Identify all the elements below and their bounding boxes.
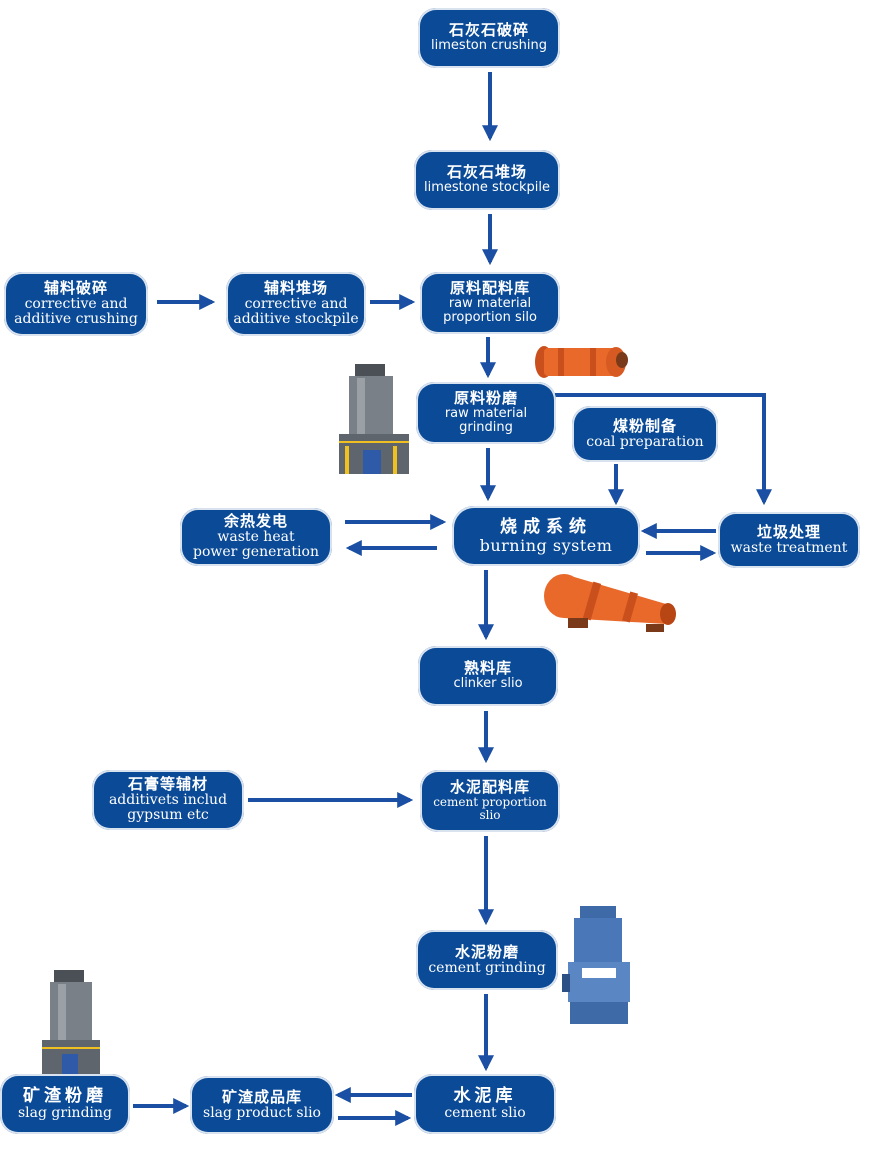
- node-waste-treatment: 垃圾处理 waste treatment: [718, 512, 860, 568]
- clinker-silo-zh: 熟料库: [463, 659, 512, 678]
- vertical-mill-image-bottom: [42, 970, 100, 1076]
- waste-heat-en1: waste heat: [217, 528, 295, 545]
- node-slag-product-silo: 矿渣成品库 slag product slio: [190, 1076, 334, 1134]
- cement-proportion-en1: cement proportion: [433, 794, 547, 809]
- node-coal-preparation: 煤粉制备 coal preparation: [572, 406, 718, 462]
- slag-grinding-en: slag grinding: [18, 1104, 112, 1121]
- corrective-stockpile-en1: corrective and: [244, 295, 348, 312]
- node-cement-proportion: 水泥配料库 cement proportion slio: [420, 770, 560, 832]
- clinker-silo-en: clinker slio: [453, 676, 523, 692]
- coal-preparation-zh: 煤粉制备: [612, 416, 677, 435]
- corrective-stockpile-zh: 辅料堆场: [263, 278, 328, 297]
- limestone-crushing-en: limeston crushing: [431, 38, 547, 54]
- burning-system-zh: 烧成系统: [500, 516, 592, 537]
- node-corrective-crushing: 辅料破碎 corrective and additive crushing: [4, 272, 148, 336]
- limestone-crushing-zh: 石灰石破碎: [448, 21, 529, 40]
- additives-zh: 石膏等辅材: [127, 774, 208, 793]
- node-clinker-silo: 熟料库 clinker slio: [418, 646, 558, 706]
- rotary-kiln-image: [544, 574, 676, 632]
- node-burning-system: 烧成系统 burning system: [452, 506, 640, 566]
- slag-grinding-zh: 矿渣粉磨: [23, 1085, 107, 1106]
- raw-proportion-en2: proportion silo: [443, 310, 537, 326]
- arrow-grinding-to-waste-treatment: [555, 393, 772, 506]
- limestone-stockpile-en: limestone stockpile: [423, 180, 551, 196]
- corrective-crushing-zh: 辅料破碎: [43, 278, 108, 297]
- waste-treatment-en: waste treatment: [730, 539, 848, 556]
- node-limestone-crushing: 石灰石破碎 limeston crushing: [418, 8, 560, 68]
- raw-proportion-en1: raw material: [448, 295, 532, 311]
- burning-system-en: burning system: [479, 535, 613, 555]
- waste-heat-zh: 余热发电: [223, 511, 288, 530]
- cement-vertical-mill-image: [562, 906, 630, 1024]
- vertical-mill-image-top: [339, 364, 409, 474]
- node-raw-grinding: 原料粉磨 raw material grinding: [416, 382, 556, 444]
- node-cement-grinding: 水泥粉磨 cement grinding: [416, 930, 558, 990]
- corrective-crushing-en1: corrective and: [24, 295, 128, 312]
- node-cement-silo: 水泥库 cement slio: [414, 1074, 556, 1134]
- node-limestone-stockpile: 石灰石堆场 limestone stockpile: [414, 150, 560, 210]
- ball-mill-image: [535, 346, 628, 378]
- cement-silo-zh: 水泥库: [453, 1085, 517, 1106]
- cement-grinding-en: cement grinding: [428, 959, 546, 976]
- additives-en2: gypsum etc: [127, 807, 209, 824]
- additives-en1: additivets includ: [108, 791, 228, 808]
- cement-proportion-en2: slio: [479, 808, 501, 823]
- cement-silo-en: cement slio: [444, 1104, 526, 1121]
- node-corrective-stockpile: 辅料堆场 corrective and additive stockpile: [226, 272, 366, 336]
- raw-proportion-zh: 原料配料库: [449, 279, 530, 298]
- slag-product-en: slag product slio: [203, 1104, 321, 1121]
- corrective-stockpile-en2: additive stockpile: [233, 311, 359, 328]
- coal-preparation-en: coal preparation: [586, 433, 704, 450]
- node-additives-gypsum: 石膏等辅材 additivets includ gypsum etc: [92, 770, 244, 830]
- waste-treatment-zh: 垃圾处理: [756, 522, 821, 541]
- slag-product-zh: 矿渣成品库: [221, 1087, 302, 1106]
- node-raw-proportion-silo: 原料配料库 raw material proportion silo: [420, 272, 560, 334]
- raw-grinding-en: raw material grinding: [444, 405, 528, 436]
- raw-grinding-zh: 原料粉磨: [453, 389, 518, 408]
- waste-heat-en2: power generation: [193, 544, 319, 561]
- limestone-stockpile-zh: 石灰石堆场: [446, 163, 527, 182]
- node-waste-heat: 余热发电 waste heat power generation: [180, 508, 332, 566]
- node-slag-grinding: 矿渣粉磨 slag grinding: [0, 1074, 130, 1134]
- corrective-crushing-en2: additive crushing: [14, 311, 138, 328]
- cement-grinding-zh: 水泥粉磨: [454, 942, 519, 961]
- cement-proportion-zh: 水泥配料库: [449, 778, 530, 797]
